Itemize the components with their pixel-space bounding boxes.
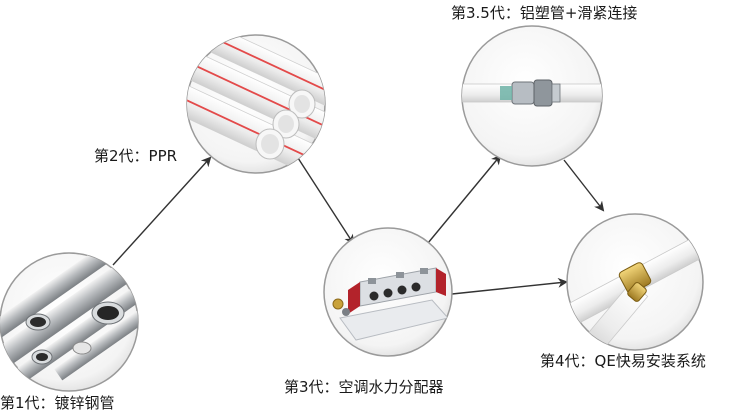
stage-label-gen2: 第2代：PPR [94, 147, 178, 165]
pipe-slide-fitting-icon [461, 25, 603, 167]
arrow-gen2-to-gen3 [297, 157, 355, 245]
stage-label-gen3: 第3代：空调水力分配器 [284, 378, 444, 396]
arrow-gen3-to-gen4 [451, 277, 568, 295]
stage-label-gen1: 第1代：镀锌钢管 [0, 394, 115, 412]
stage-label-gen35: 第3.5代：铝塑管+滑紧连接 [451, 4, 638, 22]
arrow-gen1-to-gen2 [112, 156, 212, 266]
tee-fitting-icon [566, 213, 704, 351]
stage-label-gen4: 第4代：QE快易安装系统 [540, 352, 706, 370]
arrow-gen35-to-gen4 [563, 159, 605, 212]
galvanized-steel-pipes-icon [0, 252, 139, 392]
water-distributor-icon [323, 227, 453, 357]
arrow-gen3-to-gen35 [427, 154, 502, 244]
connections-group [112, 154, 605, 295]
ppr-pipes-icon [186, 34, 326, 174]
